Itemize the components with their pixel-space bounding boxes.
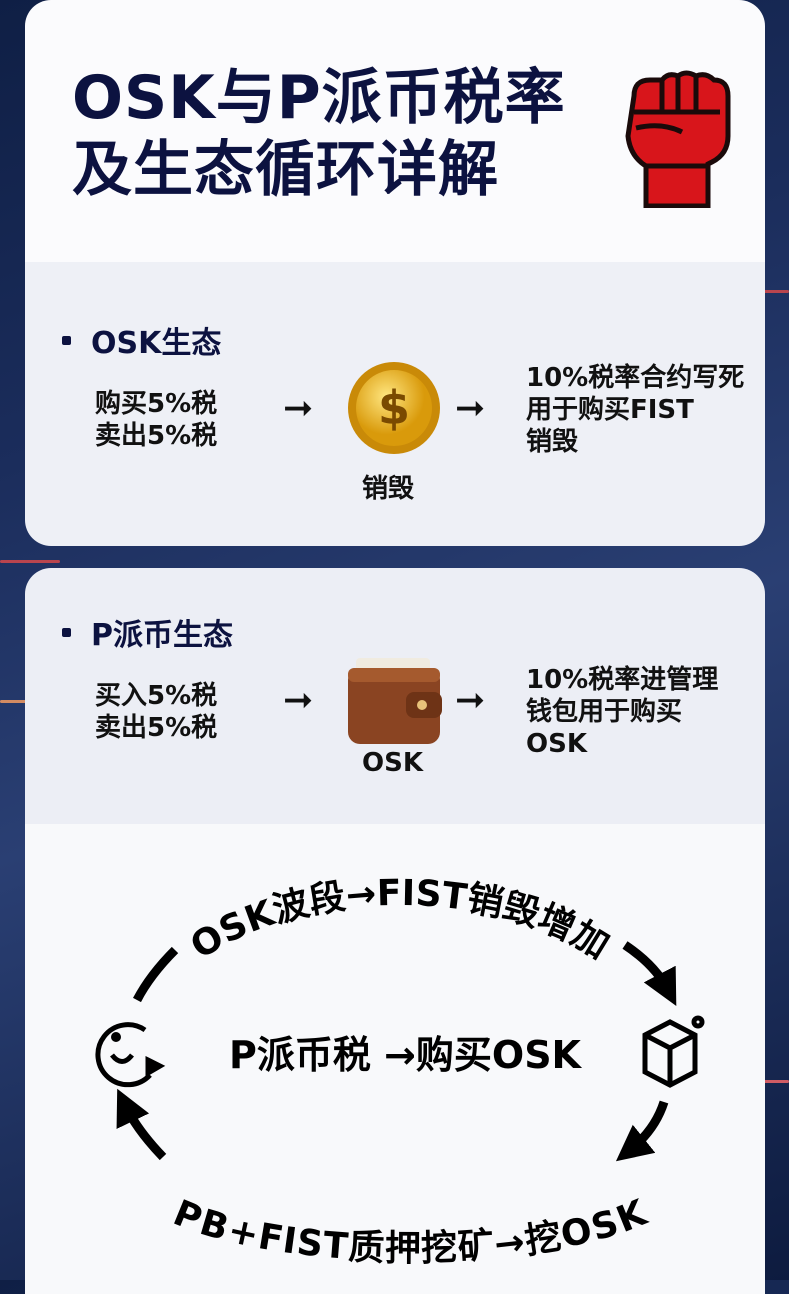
cycle-bottom-label: PB+FIST质押挖矿→挖OSK (168, 1192, 654, 1269)
arrow-icon: ➞ (283, 388, 314, 429)
title-line-1: OSK与P派币税率 (72, 63, 566, 133)
cycle-arrow-top-right (622, 941, 677, 1006)
osk-taxes: 购买5%税 卖出5%税 (95, 388, 217, 452)
osk-heading: OSK生态 (62, 318, 221, 362)
arrow-icon: ➞ (455, 680, 486, 721)
cube-icon (642, 1015, 705, 1088)
osk-result-line: 销毁 (526, 427, 579, 457)
ppai-heading: P派币生态 (62, 610, 233, 654)
bg-streak (0, 700, 30, 703)
arrow-icon: ➞ (455, 388, 486, 429)
title-line-2: 及生态循环详解 (72, 135, 499, 205)
ppai-result-line: 钱包用于购买 (526, 697, 683, 727)
raised-fist-icon (625, 70, 731, 208)
osk-result: 10%税率合约写死 用于购买FIST 销毁 (526, 362, 744, 458)
ppai-result-line: OSK (526, 729, 587, 759)
wallet-icon (348, 658, 442, 744)
face-cycle-icon (95, 1022, 166, 1088)
arrow-icon: ➞ (283, 680, 314, 721)
osk-result-line: 10%税率合约写死 (526, 363, 745, 393)
ppai-buy-tax: 买入5%税 (95, 681, 218, 711)
cycle-arrow-bottom-left (116, 1088, 167, 1161)
gold-coin-icon: $ (348, 362, 440, 454)
osk-sell-tax: 卖出5%税 (95, 421, 218, 451)
cycle-diagram: OSK波段→FIST销毁增加 PB+FIST质押挖矿→挖OSK P派币税 →购买… (95, 873, 705, 1270)
cycle-top-label: OSK波段→FIST销毁增加 (184, 873, 616, 968)
coin-caption: 销毁 (362, 474, 415, 504)
svg-text:$: $ (378, 381, 410, 435)
wallet-caption: OSK (362, 748, 423, 778)
cycle-center-label: P派币税 →购买OSK (229, 1033, 583, 1077)
ppai-result: 10%税率进管理 钱包用于购买 OSK (526, 664, 718, 760)
cycle-arrow-bottom-right (615, 1100, 669, 1162)
bg-streak (0, 560, 60, 563)
cycle-arrow-top-left (133, 946, 179, 1003)
ppai-result-line: 10%税率进管理 (526, 665, 719, 695)
osk-buy-tax: 购买5%税 (95, 389, 218, 419)
page-title: OSK与P派币税率 及生态循环详解 (72, 62, 566, 206)
ppai-taxes: 买入5%税 卖出5%税 (95, 680, 217, 744)
osk-result-line: 用于购买FIST (526, 395, 694, 425)
ppai-sell-tax: 卖出5%税 (95, 713, 218, 743)
